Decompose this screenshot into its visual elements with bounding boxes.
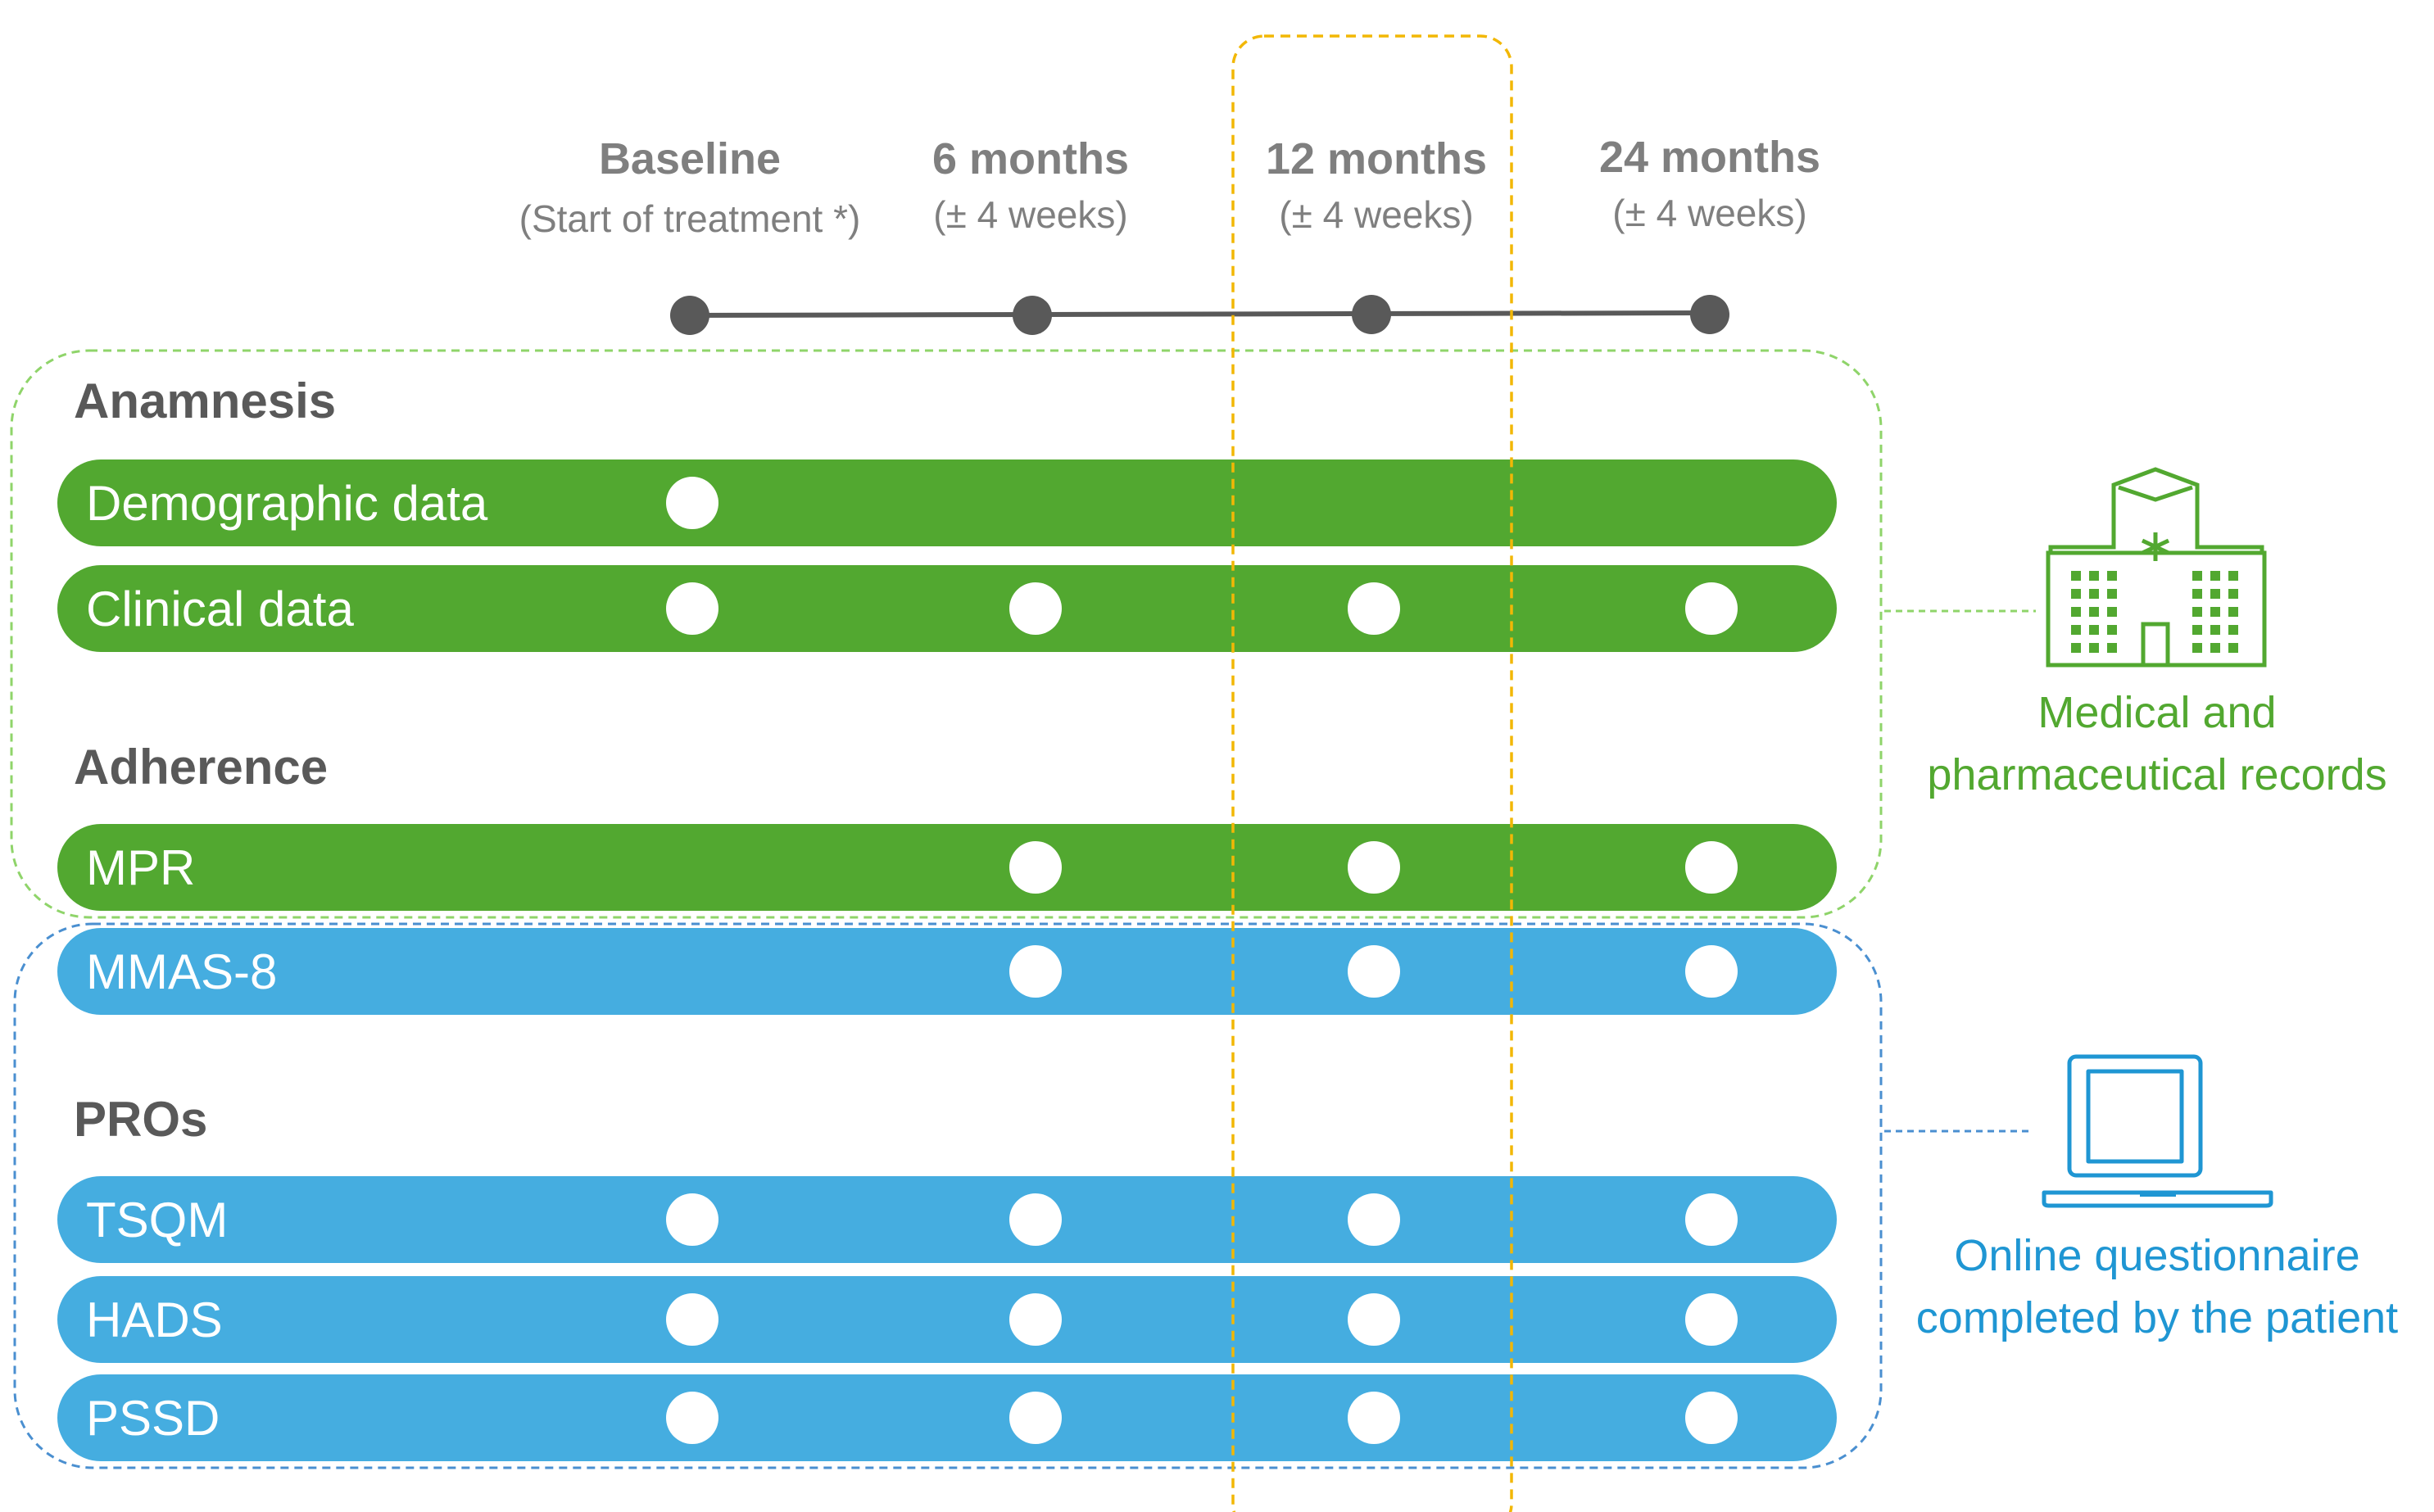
timeline-axis bbox=[689, 310, 1711, 318]
assessment-dot-12-months bbox=[1348, 1293, 1400, 1346]
assessment-dot-6-months bbox=[1009, 1392, 1062, 1444]
assessment-dot-12-months bbox=[1348, 582, 1400, 635]
row-bar bbox=[57, 459, 1837, 546]
assessment-dot-baseline bbox=[666, 1293, 718, 1346]
row-bar bbox=[57, 1374, 1837, 1461]
assessment-dot-24-months bbox=[1685, 945, 1738, 998]
timepoint-subtitle-24-months: (± 4 weeks) bbox=[1612, 192, 1806, 234]
timepoint-subtitle-6-months: (± 4 weeks) bbox=[933, 193, 1127, 236]
records-source-label-line1: Medical and bbox=[2037, 688, 2276, 737]
highlight-12-months-frame bbox=[1231, 34, 1513, 1512]
timeline bbox=[670, 295, 1729, 335]
timeline-node-12-months bbox=[1352, 295, 1391, 334]
assessment-dot-24-months bbox=[1685, 1193, 1738, 1246]
records-group-box bbox=[10, 349, 1883, 919]
assessment-dot-24-months bbox=[1685, 1293, 1738, 1346]
questionnaire-group-box bbox=[13, 922, 1883, 1469]
timepoint-title-24-months: 24 months bbox=[1599, 133, 1820, 182]
row-label: Clinical data bbox=[86, 582, 354, 636]
assessment-dot-6-months bbox=[1009, 1193, 1062, 1246]
questionnaire-source-label-line1: Online questionnaire bbox=[1954, 1231, 2359, 1280]
row-mpr: MPR bbox=[57, 824, 1837, 911]
assessment-dot-baseline bbox=[666, 477, 718, 529]
records-source-label-line2: pharmaceutical records bbox=[1927, 750, 2386, 799]
section-heading-adherence: Adherence bbox=[74, 740, 328, 794]
row-bar bbox=[57, 1276, 1837, 1363]
row-label: Demographic data bbox=[86, 476, 488, 531]
assessment-dot-24-months bbox=[1685, 582, 1738, 635]
assessment-dot-baseline bbox=[666, 1193, 718, 1246]
row-label: TSQM bbox=[86, 1193, 228, 1247]
timepoint-title-6-months: 6 months bbox=[932, 134, 1129, 183]
timepoint-subtitle-baseline: (Start of treatment *) bbox=[519, 197, 861, 240]
assessment-dot-baseline bbox=[666, 582, 718, 635]
row-hads: HADS bbox=[57, 1276, 1837, 1363]
assessment-dot-6-months bbox=[1009, 841, 1062, 894]
section-heading-anamnesis: Anamnesis bbox=[74, 373, 336, 428]
timepoint-title-baseline: Baseline bbox=[599, 134, 781, 183]
row-bar bbox=[57, 824, 1837, 911]
row-label: PSSD bbox=[86, 1391, 220, 1446]
row-bar bbox=[57, 1176, 1837, 1263]
timeline-node-6-months bbox=[1013, 296, 1052, 335]
row-label: HADS bbox=[86, 1292, 223, 1347]
assessment-dot-6-months bbox=[1009, 582, 1062, 635]
row-bar bbox=[57, 928, 1837, 1015]
assessment-dot-12-months bbox=[1348, 1193, 1400, 1246]
assessment-dot-12-months bbox=[1348, 1392, 1400, 1444]
row-bar bbox=[57, 565, 1837, 652]
assessment-dot-12-months bbox=[1348, 841, 1400, 894]
timepoint-subtitle-12-months: (± 4 weeks) bbox=[1279, 193, 1473, 236]
row-mmas-8: MMAS-8 bbox=[57, 928, 1837, 1015]
section-heading-pros: PROs bbox=[74, 1092, 207, 1147]
questionnaire-source-label-line2: completed by the patient bbox=[1916, 1293, 2398, 1342]
assessment-dot-12-months bbox=[1348, 945, 1400, 998]
assessment-dot-24-months bbox=[1685, 1392, 1738, 1444]
row-clinical-data: Clinical data bbox=[57, 565, 1837, 652]
row-pssd: PSSD bbox=[57, 1374, 1837, 1461]
assessment-dot-baseline bbox=[666, 1392, 718, 1444]
assessment-dot-6-months bbox=[1009, 945, 1062, 998]
row-tsqm: TSQM bbox=[57, 1176, 1837, 1263]
row-demographic-data: Demographic data bbox=[57, 459, 1837, 546]
timeline-node-baseline bbox=[670, 296, 709, 335]
assessment-dot-6-months bbox=[1009, 1293, 1062, 1346]
assessment-dot-24-months bbox=[1685, 841, 1738, 894]
timepoint-title-12-months: 12 months bbox=[1266, 134, 1487, 183]
timeline-node-24-months bbox=[1690, 295, 1729, 334]
row-label: MMAS-8 bbox=[86, 944, 277, 999]
row-label: MPR bbox=[86, 840, 195, 895]
laptop-icon bbox=[2042, 1054, 2273, 1208]
hospital-icon bbox=[2046, 467, 2267, 668]
timepoint-headers: Baseline (Start of treatment *) 6 months… bbox=[519, 133, 1820, 240]
